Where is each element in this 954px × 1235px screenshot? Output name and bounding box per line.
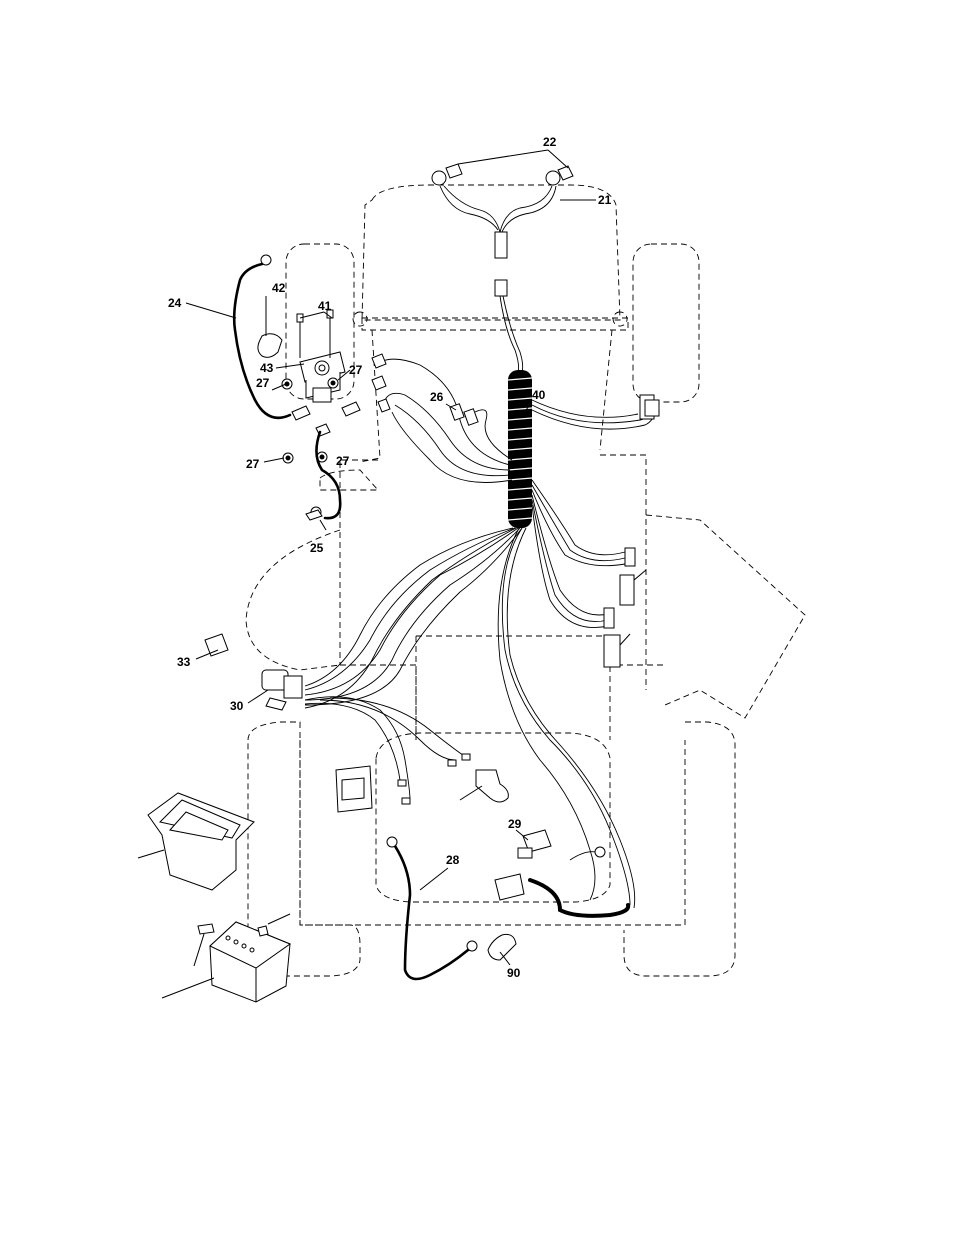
callout-43: 43 (260, 361, 274, 375)
headlight-harness (432, 164, 573, 296)
callout-90: 90 (507, 966, 521, 980)
battery-tray (148, 793, 254, 890)
callout-27-lower-right: 27 (336, 454, 350, 468)
callout-42: 42 (272, 281, 286, 295)
callout-27-lower-left: 27 (246, 457, 260, 471)
callout-21: 21 (598, 193, 612, 207)
seat-switch (495, 830, 628, 916)
main-harness (305, 296, 659, 908)
callout-27-upper-right: 27 (349, 363, 363, 377)
hour-meter (336, 754, 508, 812)
callout-26: 26 (430, 390, 444, 404)
ignition-switch (205, 634, 302, 710)
callout-33: 33 (177, 655, 191, 669)
battery (198, 922, 290, 1002)
callout-29: 29 (508, 817, 522, 831)
callout-41: 41 (318, 299, 332, 313)
callout-22: 22 (543, 135, 557, 149)
callout-40: 40 (532, 388, 546, 402)
callout-30: 30 (230, 699, 244, 713)
callout-24: 24 (168, 296, 182, 310)
harness-conduit (508, 370, 532, 528)
callout-25: 25 (310, 541, 324, 555)
starter-solenoid (258, 310, 345, 463)
callout-27-upper-left: 27 (256, 376, 270, 390)
callout-28: 28 (446, 853, 460, 867)
